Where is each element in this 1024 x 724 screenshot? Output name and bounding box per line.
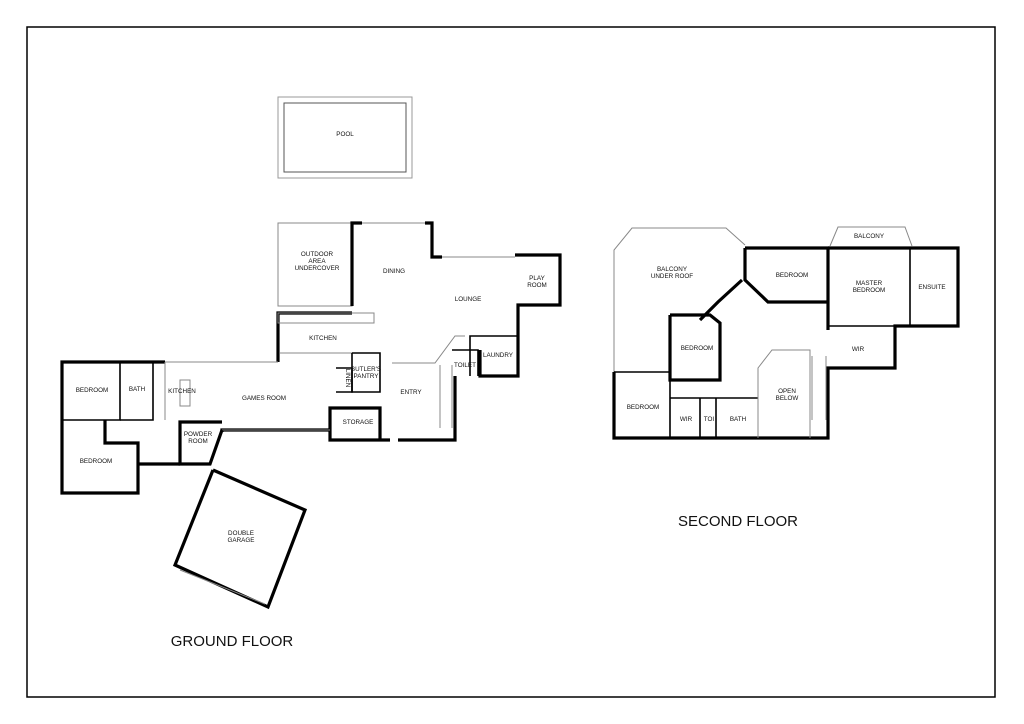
page-border [26,26,996,698]
room-label-powder-room: POWDER [184,431,213,438]
ground-floor-walls [60,221,562,610]
room-label-toilet: TOI [704,416,715,423]
room-label-linen: LINEN [344,369,351,388]
room-label-bedroom: BEDROOM [627,404,660,411]
room-label-balcony-under-roof: BALCONY [657,266,688,273]
room-label-outdoor: UNDERCOVER [295,265,340,272]
room-label-bedroom: BEDROOM [681,345,714,352]
room-label-bedroom: BEDROOM [76,387,109,394]
room-label-double-garage: GARAGE [228,537,255,544]
room-label-bath: BATH [129,386,146,393]
room-label-butlers-pantry: PANTRY [354,373,380,380]
room-label-balcony-under-roof: UNDER ROOF [651,273,693,280]
room-label-pool: POOL [336,131,354,138]
room-label-wir: WIR [680,416,693,423]
ground-floor-labels: POOL OUTDOOR AREA UNDERCOVER DINING LOUN… [76,131,547,650]
ground-floor-title: GROUND FLOOR [171,633,294,650]
room-label-kitchen-small: KITCHEN [168,388,196,395]
room-label-wir-master: WIR [852,346,865,353]
room-label-powder-room: ROOM [188,438,208,445]
room-label-balcony: BALCONY [854,233,885,240]
room-label-play-room: PLAY [529,275,545,282]
room-label-outdoor: AREA [308,258,326,265]
room-label-storage: STORAGE [343,419,374,426]
room-label-bedroom: BEDROOM [80,458,113,465]
room-label-dining: DINING [383,268,405,275]
second-floor-labels: BALCONY UNDER ROOF BALCONY BEDROOM MASTE… [627,233,946,530]
room-label-outdoor: OUTDOOR [301,251,334,258]
room-label-master-bedroom: MASTER [856,280,883,287]
room-label-lounge: LOUNGE [455,296,482,303]
pool [277,96,413,179]
room-label-laundry: LAUNDRY [483,352,514,359]
room-label-open-below: BELOW [776,395,799,402]
room-label-kitchen: KITCHEN [309,335,337,342]
second-floor-title: SECOND FLOOR [678,513,798,530]
room-label-bedroom: BEDROOM [776,272,809,279]
room-label-butlers-pantry: BUTLER'S [351,366,381,373]
second-floor-walls [612,226,960,440]
room-label-master-bedroom: BEDROOM [853,287,886,294]
room-label-double-garage: DOUBLE [228,530,254,537]
room-label-entry: ENTRY [400,389,422,396]
room-label-toilet: TOILET [454,362,476,369]
room-label-open-below: OPEN [778,388,796,395]
room-label-bath: BATH [730,416,747,423]
room-label-games-room: GAMES ROOM [242,395,286,402]
room-label-play-room: ROOM [527,282,547,289]
room-label-ensuite: ENSUITE [918,284,945,291]
